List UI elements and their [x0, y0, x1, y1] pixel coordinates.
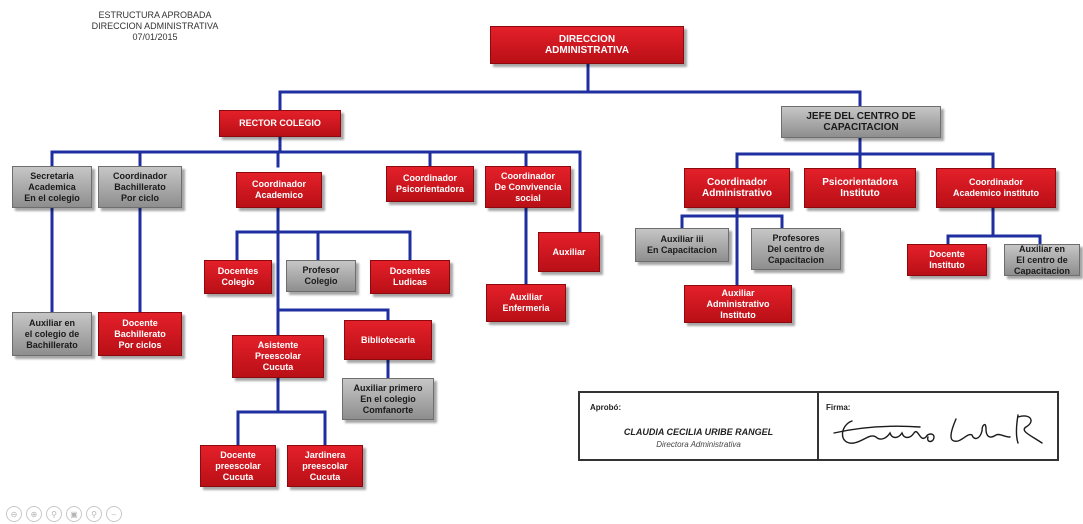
node-label: Docente Instituto: [929, 249, 965, 270]
node-auxiliar: Auxiliar: [538, 232, 600, 272]
approval-box: Aprobó: CLAUDIA CECILIA URIBE RANGEL Dir…: [578, 391, 1059, 461]
node-label: Psicorientadora Instituto: [822, 177, 898, 199]
node-label: Secretaria Academica En el colegio: [24, 170, 80, 203]
node-auxiliar-administrativo-instituto: Auxiliar Administrativo Instituto: [684, 285, 792, 323]
node-rector-colegio: RECTOR COLEGIO: [219, 110, 341, 137]
node-label: RECTOR COLEGIO: [239, 118, 321, 128]
connector: [946, 206, 1042, 246]
node-label: Coordinador Psicorientadora: [395, 173, 465, 194]
node-label: Asistente Preescolar Cucuta: [254, 340, 302, 372]
approver-name: CLAUDIA CECILIA URIBE RANGEL: [623, 427, 774, 437]
signature-image: [833, 414, 1043, 444]
node-label: Coordinador Academico instituto: [952, 177, 1039, 198]
node-label: Docentes Colegio: [217, 266, 259, 287]
node-label: Auxiliar en el colegio de Bachillerato: [24, 317, 80, 350]
node-label: Bibliotecaria: [360, 334, 416, 345]
node-coordinador-psicorientadora: Coordinador Psicorientadora: [386, 166, 474, 202]
node-docente-preescolar: Docente preescolar Cucuta: [200, 445, 276, 487]
connector: [680, 206, 784, 287]
node-docente-instituto: Docente Instituto: [907, 244, 987, 276]
node-auxiliar-primero: Auxiliar primero En el colegio Comfanort…: [342, 378, 434, 420]
connector: [278, 62, 862, 112]
link-icon[interactable]: ⚲: [46, 506, 62, 522]
node-docente-bachillerato: Docente Bachillerato Por ciclos: [98, 312, 182, 356]
node-label: Auxiliar primero En el colegio Comfanort…: [353, 382, 423, 415]
connector: [50, 206, 142, 314]
viewer-controls: ⊖ ⊕ ⚲ ▣ ⚲ –: [6, 506, 122, 522]
node-coordinador-convivencia: Coordinador De Convivencia social: [485, 166, 571, 208]
node-profesores-centro: Profesores Del centro de Capacitacion: [751, 228, 841, 270]
node-auxiliar-iii-capacitacion: Auxiliar iii En Capacitacion: [635, 228, 729, 262]
connector: [735, 136, 995, 170]
header-note-line: ESTRUCTURA APROBADA: [98, 10, 212, 20]
node-jefe-centro-capacitacion: JEFE DEL CENTRO DE CAPACITACION: [781, 106, 941, 138]
node-label: Coordinador De Convivencia social: [494, 170, 562, 203]
node-label: Docente preescolar Cucuta: [215, 449, 261, 482]
node-docentes-ludicas: Docentes Ludicas: [370, 260, 450, 294]
node-label: Auxiliar: [552, 246, 586, 257]
node-label: Docentes Ludicas: [389, 266, 431, 287]
node-coordinador-administrativo: Coordinador Administrativo: [684, 168, 790, 208]
node-label: Profesor Colegio: [302, 265, 340, 286]
approval-divider: [817, 393, 819, 459]
node-label: Auxiliar Enfermeria: [502, 292, 550, 313]
node-label: Coordinador Bachillerato Por ciclo: [113, 170, 167, 203]
search-icon[interactable]: ⚲: [86, 506, 102, 522]
connector: [235, 206, 412, 337]
node-direccion-administrativa: DIRECCION ADMINISTRATIVA: [490, 26, 684, 64]
node-label: Coordinador Administrativo: [701, 177, 772, 199]
approver-role: Directora Administrativa: [656, 440, 741, 449]
node-label: DIRECCION ADMINISTRATIVA: [544, 34, 630, 56]
minus-icon[interactable]: –: [106, 506, 122, 522]
node-auxiliar-enfermeria: Auxiliar Enfermeria: [486, 284, 566, 322]
connector: [236, 376, 327, 447]
node-label: Profesores Del centro de Capacitacion: [767, 232, 825, 265]
node-psicorientadora-instituto: Psicorientadora Instituto: [804, 168, 916, 208]
node-asistente-preescolar: Asistente Preescolar Cucuta: [232, 335, 324, 378]
node-profesor-colegio: Profesor Colegio: [286, 260, 356, 292]
node-label: Auxiliar Administrativo Instituto: [706, 287, 770, 320]
header-note-date: 07/01/2015: [132, 32, 178, 42]
node-label: JEFE DEL CENTRO DE CAPACITACION: [806, 111, 916, 133]
firma-label: Firma:: [826, 403, 851, 412]
node-coordinador-academico: Coordinador Academico: [236, 172, 322, 208]
zoom-in-icon[interactable]: ⊕: [26, 506, 42, 522]
node-coordinador-bachillerato: Coordinador Bachillerato Por ciclo: [98, 166, 182, 208]
image-icon[interactable]: ▣: [66, 506, 82, 522]
node-label: Coordinador Academico: [252, 179, 306, 200]
node-label: Auxiliar en El centro de Capacitacion: [1013, 244, 1071, 276]
aprobo-label: Aprobó:: [590, 403, 622, 412]
node-bibliotecaria: Bibliotecaria: [344, 320, 432, 360]
node-secretaria-academica: Secretaria Academica En el colegio: [12, 166, 92, 208]
node-auxiliar-colegio-bachillerato: Auxiliar en el colegio de Bachillerato: [12, 312, 92, 356]
connector: [50, 135, 582, 234]
header-note: ESTRUCTURA APROBADA DIRECCION ADMINISTRA…: [80, 10, 230, 43]
node-coordinador-academico-instituto: Coordinador Academico instituto: [936, 168, 1056, 208]
zoom-out-icon[interactable]: ⊖: [6, 506, 22, 522]
node-auxiliar-centro-capacitacion: Auxiliar en El centro de Capacitacion: [1004, 244, 1080, 276]
node-jardinera-preescolar: Jardinera preescolar Cucuta: [287, 445, 363, 487]
node-label: Auxiliar iii En Capacitacion: [646, 234, 718, 255]
header-note-line: DIRECCION ADMINISTRATIVA: [91, 21, 219, 31]
node-docentes-colegio: Docentes Colegio: [204, 260, 272, 294]
node-label: Jardinera preescolar Cucuta: [302, 449, 348, 482]
node-label: Docente Bachillerato Por ciclos: [114, 317, 166, 350]
